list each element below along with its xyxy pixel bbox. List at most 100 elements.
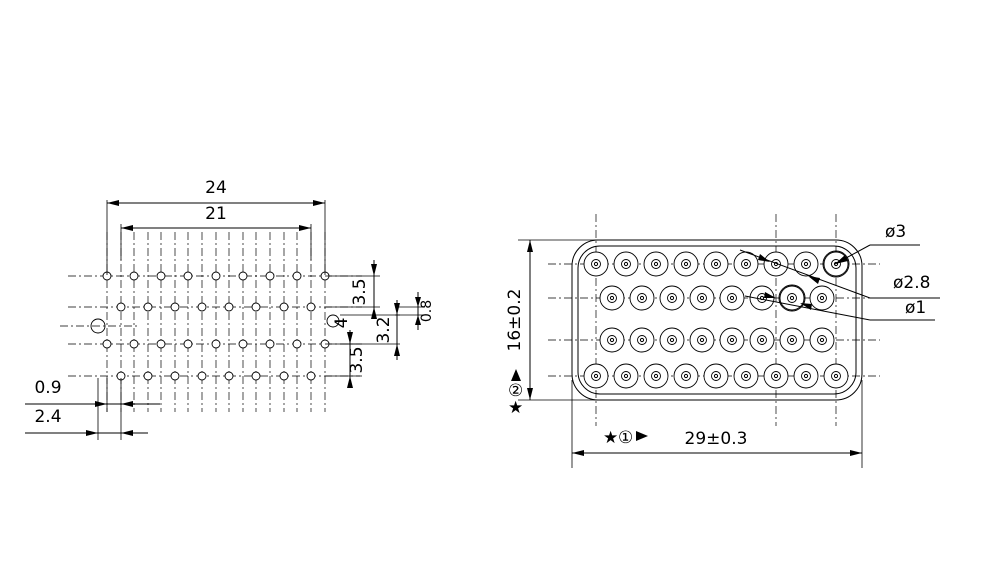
contact-ring <box>801 371 811 381</box>
datum-2-arrow-icon <box>511 369 521 381</box>
contact-pin <box>729 295 735 301</box>
contact-hole <box>265 271 275 281</box>
datum-1-marker: ★ ① <box>603 428 648 448</box>
contact-ring <box>787 293 797 303</box>
contact-pin <box>743 373 749 379</box>
contact-hole <box>292 271 302 281</box>
dim-pitch-span-label: 21 <box>205 204 227 224</box>
contact-pin <box>683 373 689 379</box>
contact-hole <box>279 371 289 381</box>
insert-body-inner <box>577 245 857 395</box>
contact-ring <box>757 335 767 345</box>
dim-total-width-label: 24 <box>205 178 227 198</box>
datum-1-arrow-icon <box>636 431 648 441</box>
diameter-leaders: ø3 ø2.8 ø1 <box>739 222 940 321</box>
contact-hole <box>251 302 261 312</box>
left-column-centerlines <box>106 232 326 412</box>
contact-hole <box>224 371 234 381</box>
contact-ring <box>771 371 781 381</box>
contact-ring <box>771 259 781 269</box>
left-holes <box>102 271 330 381</box>
contact-ring <box>607 293 617 303</box>
dim-total-width: 24 <box>106 178 326 275</box>
contact-hole <box>170 302 180 312</box>
contact-pin <box>639 337 645 343</box>
dim-diameter-large-label: ø3 <box>885 222 906 242</box>
contact-pin <box>593 261 599 267</box>
contact-ring <box>697 335 707 345</box>
contact-ring <box>727 335 737 345</box>
contact-pin <box>699 295 705 301</box>
contact-ring <box>831 371 841 381</box>
right-view: 16±0.2 29±0.3 ★ ① ② ★ ø3 <box>505 214 940 468</box>
contact-hole <box>306 371 316 381</box>
contact-pin <box>653 261 659 267</box>
contact-pin <box>623 261 629 267</box>
dim-width: 29±0.3 <box>571 380 863 468</box>
dim-diameter-small-label: ø1 <box>905 298 926 318</box>
contact-pin <box>639 295 645 301</box>
insert-body-outline <box>571 239 863 401</box>
dim-center-offset-label: 3.2 <box>374 316 394 343</box>
dim-row-spacing-bottom: 3.5 <box>325 330 367 388</box>
contact-hole <box>143 302 153 312</box>
contact-pin <box>729 337 735 343</box>
dim-left-offset-label: 0.9 <box>34 378 61 398</box>
datum-2-marker: ② ★ <box>508 369 523 418</box>
contact-hole <box>224 302 234 312</box>
contact-pin <box>833 261 839 267</box>
dim-row-spacing-top-label: 3.5 <box>350 278 370 305</box>
contact-pin <box>789 337 795 343</box>
contact-hole <box>238 271 248 281</box>
left-view: 24 21 0.9 2.4 <box>25 178 435 440</box>
contact-ring <box>681 259 691 269</box>
dim-left-offset: 0.9 <box>25 378 160 412</box>
contact-pin <box>803 261 809 267</box>
contact-hole <box>197 302 207 312</box>
dim-center-offset: 3.2 <box>340 300 400 360</box>
contact-hole <box>211 271 221 281</box>
contact-pin <box>743 261 749 267</box>
contact-ring <box>607 335 617 345</box>
contact-hole <box>129 271 139 281</box>
contact-hole <box>265 339 275 349</box>
contact-ring <box>741 371 751 381</box>
contact-hole <box>197 371 207 381</box>
dim-pitch-span: 21 <box>120 204 312 260</box>
contact-pin <box>819 337 825 343</box>
datum-2-star-icon: ★ <box>508 398 523 418</box>
contact-ring <box>637 293 647 303</box>
contact-ring <box>651 371 661 381</box>
contact-hole <box>156 271 166 281</box>
contact-pin <box>593 373 599 379</box>
contact-pin <box>773 373 779 379</box>
dim-left-edge: 2.4 <box>25 378 148 440</box>
contact-pin <box>819 295 825 301</box>
contact-pin <box>789 295 795 301</box>
contact-hole <box>102 339 112 349</box>
contact-ring <box>621 259 631 269</box>
contact-hole <box>292 339 302 349</box>
contact-pin <box>609 295 615 301</box>
contact-pin <box>759 337 765 343</box>
contact-pin <box>713 261 719 267</box>
contact-hole <box>156 339 166 349</box>
contact-ring <box>621 371 631 381</box>
contact-ring <box>637 335 647 345</box>
contact-ring <box>741 259 751 269</box>
contact-ring <box>591 371 601 381</box>
contact-ring <box>817 335 827 345</box>
dim-row-spacing-bottom-label: 3.5 <box>347 346 367 373</box>
contact-hole <box>183 271 193 281</box>
contact-ring <box>727 293 737 303</box>
contact-ring <box>801 259 811 269</box>
datum-2-label: ② <box>508 381 523 401</box>
contact-large-ring <box>778 284 806 312</box>
contact-pin <box>683 261 689 267</box>
contact-pin <box>653 373 659 379</box>
contact-hole <box>183 339 193 349</box>
contact-hole <box>306 302 316 312</box>
contact-ring <box>697 293 707 303</box>
contact-ring <box>651 259 661 269</box>
